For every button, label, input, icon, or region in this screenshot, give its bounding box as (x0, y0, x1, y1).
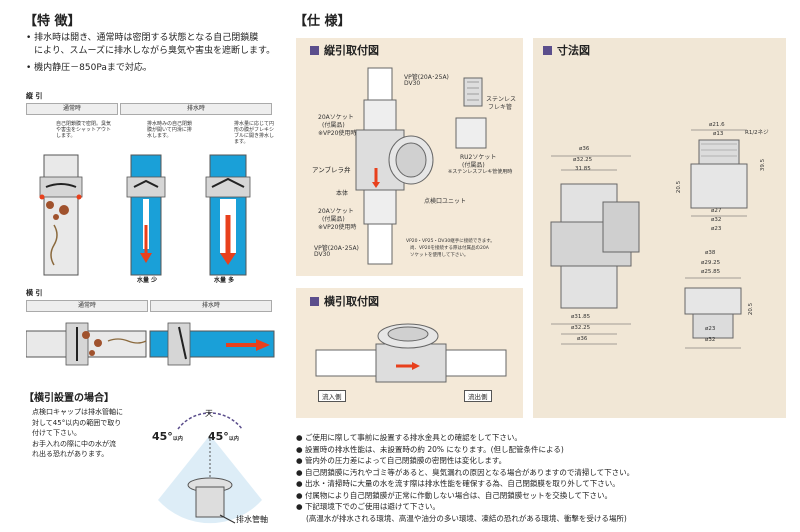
note-item: ● 出水・清掃時に大量の水を流す際は排水性能を確保する為、自己閉鎖膜を取り外して… (296, 479, 620, 488)
vertical-normal-header: 通常時 (26, 103, 118, 115)
flexible-label: フレキ管 (488, 104, 513, 111)
vp-bottom-label: VP管(20A･25A) (314, 245, 359, 252)
socket-bottom-note: ※VP20使用時 (318, 224, 357, 231)
socket-top-sub: (付属品) (322, 122, 345, 129)
vp-top-label: VP管(20A･25A) (404, 74, 449, 81)
horizontal-mount-panel: 横引取付図 流入側 流出側 (296, 288, 523, 418)
notes-list: ● ご使用に際して事前に設置する排水金具との確認をして下さい。 ● 設置時の排水… (296, 432, 786, 524)
horizontal-label: 横 引 (26, 289, 43, 297)
socket-top-note: ※VP20使用時 (318, 130, 357, 137)
socket-bottom-label: 20Aソケット (318, 208, 354, 215)
feature-bullet-2: • 機内静圧－850Paまで対応。 (26, 63, 152, 73)
dim-bottom-d36: ø36 (577, 336, 588, 342)
socket-bottom-sub: (付属品) (322, 216, 345, 223)
horizontal-install-title: 【横引設置の場合】 (24, 393, 114, 404)
vertical-drain-header: 排水時 (120, 103, 272, 115)
note-item: ● 自己閉鎖膜に汚れやゴミ等があると、臭気漏れの原因となる場合がありますので清掃… (296, 467, 635, 477)
inflow-label: 流入側 (318, 390, 346, 402)
vertical-mount-panel: 縦引取付図 VP管(20A･25A) DV30 20Aソケット (付属品) ※V… (296, 38, 523, 276)
feature-bullet-1-cont: により、スムーズに排水しながら臭気や害虫を遮断します。 (34, 46, 276, 56)
dim-bottom-d25-85: ø25.85 (701, 269, 721, 275)
dim-bottom-d29-25: ø29.25 (701, 260, 721, 266)
vertical-mount-title: 縦引取付図 (310, 42, 379, 58)
dimension-title: 寸法図 (543, 42, 590, 58)
vertical-note-2: 尚、VP20を接続する際は付属品の20A (410, 246, 489, 251)
body-label: 本体 (336, 190, 349, 197)
horizontal-drain-header: 排水時 (150, 300, 272, 312)
vertical-mount-drawing (355, 67, 487, 265)
note-item: ● 設置時の排水性能は、未設置時の約 20% になります。(但し配管条件による) (296, 444, 564, 454)
dim-top-d23: ø23 (711, 226, 722, 232)
dim-top-d31-85: 31.85 (575, 166, 591, 172)
title-square-icon (310, 296, 319, 306)
pipe-axis-label: 排水管軸 (236, 515, 268, 524)
vertical-normal-desc: 自己閉鎖膜で密閉。臭気や害虫をシャットアウトします。 (56, 121, 112, 139)
dim-bottom-d32-25: ø32.25 (571, 325, 591, 331)
vertical-note-1: VP20・VP25・DV30継手に接続できます。 (406, 239, 495, 244)
dim-top-h39-5: 39.5 (760, 158, 767, 172)
vertical-drain-desc-a: 排水時みの自己閉鎖膜が開いて円滑に排水します。 (147, 121, 193, 139)
dim-bottom-d38: ø38 (705, 250, 716, 256)
dim-top-d32-25: ø32.25 (573, 157, 593, 163)
horizontal-trap-diagram (26, 322, 275, 366)
ru-socket-sub: (付属品) (462, 162, 485, 169)
dim-top-d13: ø13 (713, 131, 724, 137)
dim-top-r1-2: R1/2ネジ (745, 130, 769, 136)
angle-diagram (158, 412, 262, 524)
umbrella-valve-label: アンブレラ弁 (312, 166, 351, 174)
note-item: ● ご使用に際して事前に設置する排水金具との確認をして下さい。 (296, 433, 522, 442)
title-square-icon (543, 45, 552, 55)
outflow-label: 流出側 (464, 390, 492, 402)
features-title: 【特 徴】 (24, 14, 81, 29)
dim-bottom-d23: ø23 (705, 326, 716, 332)
title-square-icon (310, 45, 319, 55)
ru-socket-label: RU2ソケット (460, 154, 497, 161)
feature-bullet-1: • 排水時は開き、通常時は密閉する状態となる自己閉鎖膜 (26, 33, 259, 43)
dim-bottom-h20-5: 20.5 (748, 302, 755, 316)
dimension-panel: 寸法図 ø36 ø32.25 31.85 ø21.6 ø13 R1/2ネジ ø2… (533, 38, 786, 418)
dimension-drawing (550, 129, 748, 349)
flow-large-label: 水量 多 (214, 277, 235, 284)
note-item: ● 付属物により自己閉鎖膜が正常に作動しない場合は、自己閉鎖膜セットを交換して下… (296, 490, 613, 500)
vertical-trap-diagram (39, 154, 251, 276)
socket-top-label: 20Aソケット (318, 114, 354, 121)
ru-socket-note: ※ステンレスフレキ管使用時 (448, 169, 513, 175)
vertical-drain-desc-b: 排水量に応じて円形の膜がフレキシブルに開き排水します。 (234, 121, 275, 145)
vertical-label: 縦 引 (26, 92, 43, 100)
horizontal-mount-drawing (315, 323, 507, 383)
dim-top-d27: ø27 (711, 208, 722, 214)
dv-top-label: DV30 (404, 80, 421, 87)
dim-top-d32: ø32 (711, 217, 722, 223)
note-item: (高温水が排水される環境、高温や油分の多い環境、凍結の恐れがある環境、衝撃を受け… (306, 513, 627, 523)
dim-top-d36: ø36 (579, 146, 590, 152)
stainless-label: ステンレス (486, 96, 517, 103)
dv-bottom-label: DV30 (314, 251, 331, 258)
features-bullets: • 排水時は開き、通常時は密閉する状態となる自己閉鎖膜 により、スムーズに排水し… (26, 32, 296, 75)
dim-top-h20-5: 20.5 (676, 180, 683, 194)
dim-bottom-d32: ø32 (705, 337, 716, 343)
angle-right: 45°以内 (208, 430, 239, 443)
spec-title: 【仕 様】 (294, 14, 351, 29)
angle-left: 45°以内 (152, 430, 183, 443)
vertical-note-3: ソケットを使用して下さい。 (410, 253, 469, 258)
horizontal-normal-header: 通常時 (26, 300, 148, 312)
inspection-unit-label: 点検口ユニット (424, 198, 467, 205)
dim-top-d21-6: ø21.6 (709, 122, 725, 128)
flow-small-label: 水量 少 (137, 277, 158, 284)
horizontal-mount-title: 横引取付図 (310, 293, 379, 309)
note-item: ● 管内外の圧力差によって自己閉鎖膜の密閉性は変化します。 (296, 456, 507, 465)
dim-bottom-d31-85: ø31.85 (571, 314, 591, 320)
sky-label: 天 (205, 409, 213, 418)
horizontal-install-desc: 点検口キャップは排水管軸に 対して45°以内の範囲で取り 付けて下さい。 お手入… (32, 408, 123, 458)
note-item: ● 下記環境下でのご使用は避けて下さい。 (296, 502, 440, 511)
